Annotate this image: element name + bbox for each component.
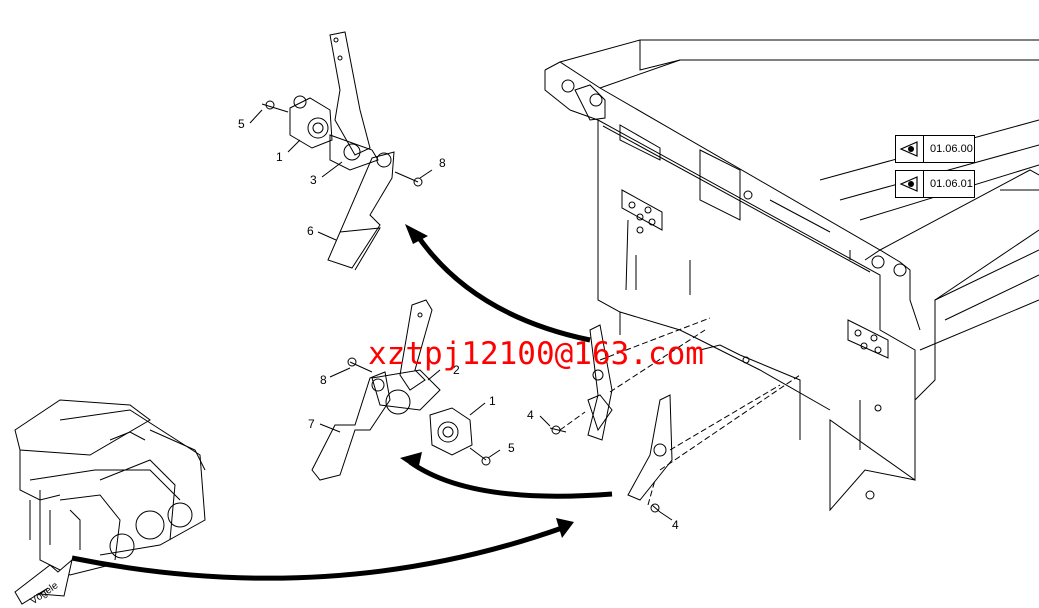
callout-labels: 5 1 3 8 6 8 2 1 7 5 4 4 xyxy=(238,117,679,532)
voegele-logo xyxy=(14,558,73,605)
callout-top-3: 3 xyxy=(310,173,317,187)
callout-mid-7: 7 xyxy=(308,417,315,431)
paver-machine xyxy=(14,399,206,576)
reference-link-01-06-00[interactable]: 01.06.00 xyxy=(895,135,975,163)
reference-label: 01.06.00 xyxy=(930,143,973,155)
callout-mid-1: 1 xyxy=(489,394,496,408)
callout-top-6: 6 xyxy=(307,224,314,238)
watermark-text: xztpj12100@163.com xyxy=(368,336,704,372)
callout-mid-8: 8 xyxy=(320,373,327,387)
callout-frame-4: 4 xyxy=(672,518,679,532)
view-eye-icon xyxy=(896,136,924,162)
middle-pedal-assembly xyxy=(311,299,567,481)
assembly-lines xyxy=(559,317,801,506)
flow-arrows xyxy=(71,230,613,581)
frame-pedals xyxy=(587,324,673,521)
callout-mid-4: 4 xyxy=(527,408,534,422)
callout-top-8: 8 xyxy=(439,156,446,170)
callout-top-1: 1 xyxy=(276,150,283,164)
view-eye-icon xyxy=(896,171,924,197)
reference-label: 01.06.01 xyxy=(930,178,973,190)
arrow-heads xyxy=(400,224,574,538)
top-pedal-assembly xyxy=(249,31,433,271)
callout-top-5: 5 xyxy=(238,117,245,131)
machine-frame xyxy=(544,39,1039,512)
callout-mid-5: 5 xyxy=(508,441,515,455)
reference-link-01-06-01[interactable]: 01.06.01 xyxy=(895,170,975,198)
callout-mid-2: 2 xyxy=(453,363,460,377)
